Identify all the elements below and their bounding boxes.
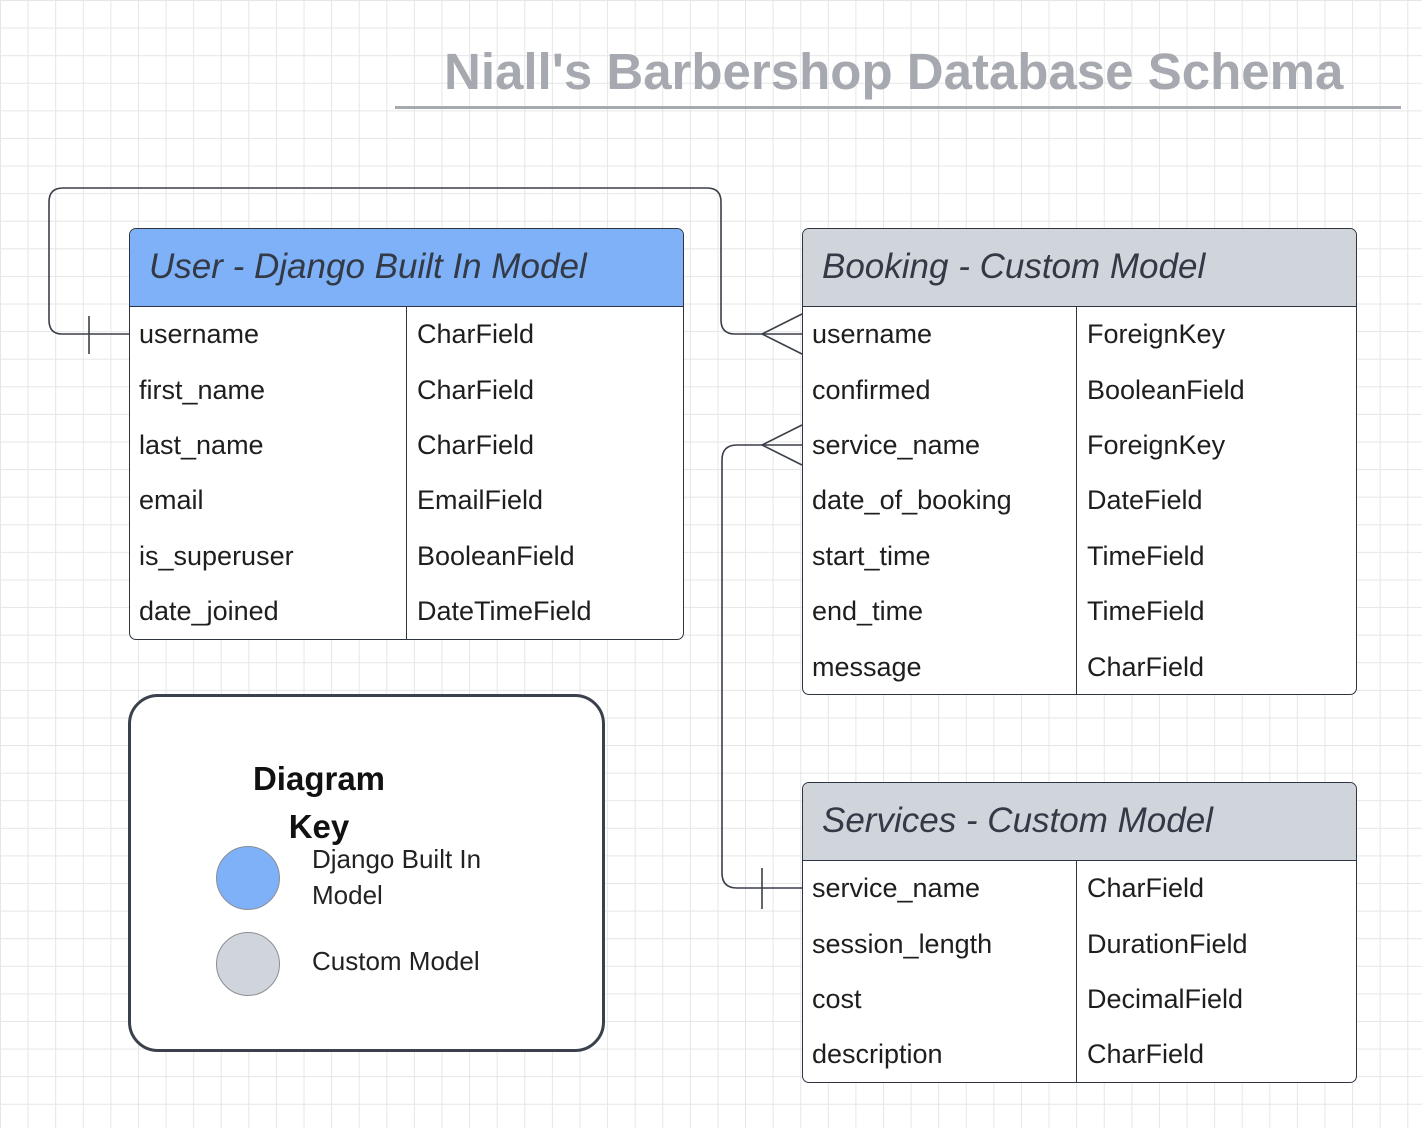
field-name: service_name xyxy=(812,873,981,904)
field-type: CharField xyxy=(417,429,535,460)
booking-entity-title: Booking - Custom Model xyxy=(803,229,1356,307)
user-entity[interactable]: User - Django Built In Model username Ch… xyxy=(129,228,684,640)
user-entity-title: User - Django Built In Model xyxy=(130,229,683,307)
field-name: end_time xyxy=(812,596,924,627)
diagram-key-title: Diagram Key xyxy=(252,760,386,845)
custom-model-swatch xyxy=(216,932,280,996)
services-entity[interactable]: Services - Custom Model service_name Cha… xyxy=(802,782,1357,1083)
field-name: username xyxy=(812,319,933,350)
table-row: email EmailField xyxy=(130,473,683,528)
column-divider xyxy=(1076,861,1077,1082)
field-type: DateTimeField xyxy=(417,596,592,627)
crowfoot-booking-username-bottom xyxy=(761,333,803,355)
field-name: first_name xyxy=(139,374,266,405)
booking-entity-fields: username ForeignKey confirmed BooleanFie… xyxy=(803,307,1356,694)
crowfoot-booking-service-name-top xyxy=(761,424,803,446)
field-name: message xyxy=(812,651,922,682)
field-type: TimeField xyxy=(1087,540,1205,571)
table-row: first_name CharField xyxy=(130,362,683,417)
field-name: session_length xyxy=(812,928,993,959)
title-underline xyxy=(395,106,1401,109)
field-name: email xyxy=(139,485,204,516)
field-type: DecimalField xyxy=(1087,983,1244,1014)
booking-entity[interactable]: Booking - Custom Model username ForeignK… xyxy=(802,228,1357,695)
table-row: start_time TimeField xyxy=(803,529,1356,584)
table-row: cost DecimalField xyxy=(803,972,1356,1027)
field-type: ForeignKey xyxy=(1087,429,1226,460)
diagram-title: Niall's Barbershop Database Schema xyxy=(444,43,1344,100)
field-type: CharField xyxy=(417,374,535,405)
connector-services-booking xyxy=(721,444,802,889)
field-name: confirmed xyxy=(812,374,931,405)
column-divider xyxy=(1076,307,1077,694)
field-type: EmailField xyxy=(417,485,544,516)
field-name: date_joined xyxy=(139,596,279,627)
field-name: is_superuser xyxy=(139,540,294,571)
field-name: description xyxy=(812,1039,943,1070)
user-entity-fields: username CharField first_name CharField … xyxy=(130,307,683,639)
field-type: CharField xyxy=(1087,873,1205,904)
table-row: end_time TimeField xyxy=(803,584,1356,639)
field-type: DurationField xyxy=(1087,928,1248,959)
custom-model-label: Custom Model xyxy=(312,946,480,976)
crowfoot-booking-username-top xyxy=(761,313,803,335)
field-type: CharField xyxy=(417,319,535,350)
diagram-key: Diagram Key Django Built In Model Custom… xyxy=(128,694,605,1052)
table-row: service_name ForeignKey xyxy=(803,418,1356,473)
field-name: service_name xyxy=(812,429,981,460)
field-type: BooleanField xyxy=(1087,374,1245,405)
django-built-in-label: Django Built In Model xyxy=(312,844,482,910)
django-built-in-swatch xyxy=(216,846,280,910)
services-entity-fields: service_name CharField session_length Du… xyxy=(803,861,1356,1082)
services-entity-title: Services - Custom Model xyxy=(803,783,1356,861)
field-name: username xyxy=(139,319,260,350)
field-name: cost xyxy=(812,983,862,1014)
field-type: BooleanField xyxy=(417,540,575,571)
field-type: CharField xyxy=(1087,651,1205,682)
field-type: TimeField xyxy=(1087,596,1205,627)
table-row: date_of_booking DateField xyxy=(803,473,1356,528)
field-name: date_of_booking xyxy=(812,485,1012,516)
table-row: last_name CharField xyxy=(130,418,683,473)
field-name: last_name xyxy=(139,429,264,460)
field-name: start_time xyxy=(812,540,931,571)
table-row: confirmed BooleanField xyxy=(803,362,1356,417)
table-row: username CharField xyxy=(130,307,683,362)
table-row: service_name CharField xyxy=(803,861,1356,916)
field-type: ForeignKey xyxy=(1087,319,1226,350)
table-row: message CharField xyxy=(803,639,1356,694)
table-row: is_superuser BooleanField xyxy=(130,529,683,584)
table-row: date_joined DateTimeField xyxy=(130,584,683,639)
column-divider xyxy=(406,307,407,639)
field-type: CharField xyxy=(1087,1039,1205,1070)
table-row: description CharField xyxy=(803,1027,1356,1082)
crowfoot-booking-service-name-bottom xyxy=(761,444,803,466)
table-row: username ForeignKey xyxy=(803,307,1356,362)
table-row: session_length DurationField xyxy=(803,916,1356,971)
field-type: DateField xyxy=(1087,485,1203,516)
